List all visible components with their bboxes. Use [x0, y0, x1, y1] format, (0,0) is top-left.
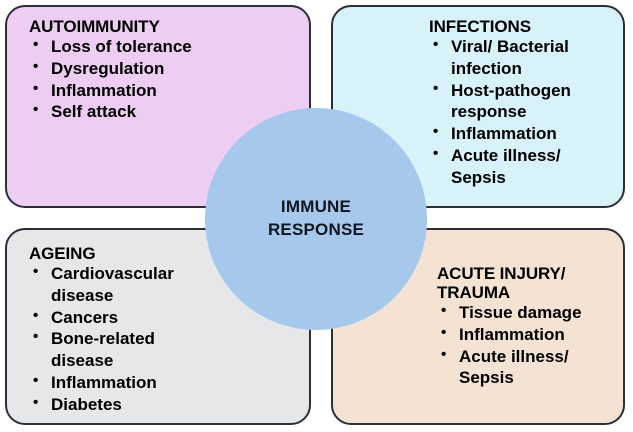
- list-item: Dysregulation: [29, 57, 301, 80]
- list-item: Acute illness/ Sepsis: [429, 144, 615, 189]
- list-item: Inflammation: [437, 323, 615, 346]
- list-item: Diabetes: [29, 393, 301, 416]
- list-item: Cancers: [29, 306, 301, 329]
- panel-infections-title: INFECTIONS: [429, 17, 531, 36]
- list-item: Inflammation: [29, 79, 301, 102]
- list-item: Host-pathogen response: [429, 79, 615, 124]
- panel-infections: INFECTIONS Viral/ Bacterial infection Ho…: [331, 5, 625, 208]
- panel-ageing-list: Cardiovascular disease Cancers Bone-rela…: [29, 262, 301, 416]
- panel-autoimmunity: AUTOIMMUNITY Loss of tolerance Dysregula…: [5, 5, 311, 208]
- list-item: Self attack: [29, 100, 301, 123]
- panel-acute-injury-trauma-title: ACUTE INJURY/ TRAUMA: [437, 264, 566, 303]
- panel-autoimmunity-content: AUTOIMMUNITY Loss of tolerance Dysregula…: [7, 7, 309, 206]
- list-item: Cardiovascular disease: [29, 262, 301, 307]
- panel-autoimmunity-title: AUTOIMMUNITY: [29, 17, 160, 36]
- panel-ageing-title: AGEING: [29, 244, 96, 263]
- list-item: Loss of tolerance: [29, 35, 301, 58]
- immune-response-label: IMMUNE RESPONSE: [267, 197, 365, 239]
- list-item: Tissue damage: [437, 301, 615, 324]
- list-item: Inflammation: [29, 371, 301, 394]
- list-item: Viral/ Bacterial infection: [429, 35, 615, 80]
- panel-acute-injury-trauma-content: ACUTE INJURY/ TRAUMA Tissue damage Infla…: [333, 230, 623, 423]
- immune-response-circle: IMMUNE RESPONSE: [205, 108, 427, 330]
- list-item: Acute illness/ Sepsis: [437, 345, 615, 390]
- panel-ageing-content: AGEING Cardiovascular disease Cancers Bo…: [7, 230, 309, 423]
- panel-autoimmunity-list: Loss of tolerance Dysregulation Inflamma…: [29, 35, 301, 123]
- panel-acute-injury-trauma-list: Tissue damage Inflammation Acute illness…: [437, 301, 615, 390]
- list-item: Bone-related disease: [29, 327, 301, 372]
- panel-infections-content: INFECTIONS Viral/ Bacterial infection Ho…: [333, 7, 623, 206]
- list-item: Inflammation: [429, 122, 615, 145]
- panel-infections-list: Viral/ Bacterial infection Host-pathogen…: [429, 35, 615, 189]
